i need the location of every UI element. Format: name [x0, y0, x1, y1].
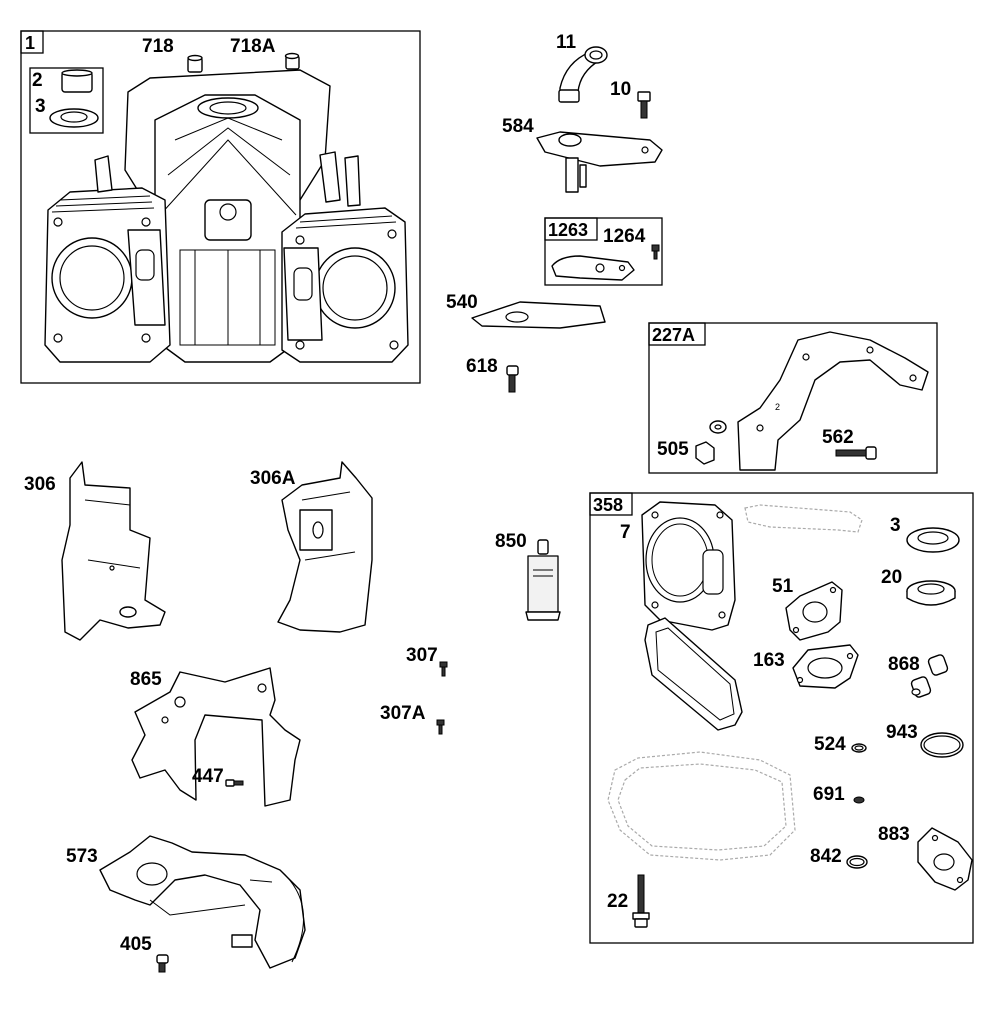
cylinder-block-part[interactable] [44, 69, 409, 363]
kit-227a-tag: 227A [652, 325, 695, 345]
callout-524[interactable]: 524 [814, 734, 846, 755]
callout-865[interactable]: 865 [130, 669, 162, 690]
callout-842[interactable]: 842 [810, 846, 842, 867]
callout-850[interactable]: 850 [495, 531, 527, 552]
o-ring-part-842[interactable] [846, 855, 868, 869]
callout-307a[interactable]: 307A [380, 703, 426, 724]
bolt-part-22[interactable] [632, 874, 650, 928]
callout-943[interactable]: 943 [886, 722, 918, 743]
baffle-part-306[interactable] [61, 461, 166, 641]
kit-1263-tag: 1263 [548, 220, 588, 240]
callout-7[interactable]: 7 [620, 522, 631, 543]
callout-10[interactable]: 10 [610, 79, 631, 100]
o-ring-part-524[interactable] [851, 743, 867, 753]
kit-358-tag: 358 [593, 495, 623, 515]
oil-seal-part-3-kit[interactable] [906, 527, 960, 553]
callout-584[interactable]: 584 [502, 116, 534, 137]
svg-text:2: 2 [775, 402, 780, 412]
callout-718a[interactable]: 718A [230, 36, 276, 57]
bracket-part-227a[interactable]: 2 [737, 331, 929, 471]
callout-3-seal[interactable]: 3 [35, 96, 46, 117]
callout-573[interactable]: 573 [66, 846, 98, 867]
screw-part-405[interactable] [156, 954, 169, 973]
governor-arm-part-1263[interactable] [551, 255, 635, 281]
screw-part-307[interactable] [439, 661, 448, 677]
governor-plate-part-584[interactable] [536, 131, 663, 193]
callout-562[interactable]: 562 [822, 427, 854, 448]
crankcase-gasket-ghost [607, 751, 796, 861]
callout-691[interactable]: 691 [813, 784, 845, 805]
oil-seal-part-20[interactable] [906, 580, 956, 606]
baffle-part-306a[interactable] [277, 461, 373, 633]
kit-227a-frame: 227A [648, 322, 938, 474]
callout-306[interactable]: 306 [24, 474, 56, 495]
dowel-pin-718[interactable] [187, 54, 203, 73]
sub-kit-2-3-frame [29, 67, 104, 134]
cylinder-head-gasket-part-7[interactable] [641, 501, 736, 631]
callout-51[interactable]: 51 [772, 576, 794, 597]
valve-cover-gasket-part[interactable] [644, 617, 743, 731]
screw-part-447[interactable] [225, 779, 244, 787]
dowel-pin-718a[interactable] [284, 52, 300, 70]
screw-part-1264[interactable] [651, 244, 660, 260]
screw-part-307a[interactable] [436, 719, 445, 735]
gasket-part-540[interactable] [471, 301, 606, 329]
callout-1264[interactable]: 1264 [603, 226, 646, 247]
callout-883[interactable]: 883 [878, 824, 910, 845]
seal-part-3[interactable] [49, 108, 99, 128]
bolt-part-562[interactable] [835, 446, 877, 460]
shroud-plate-part-865[interactable] [131, 667, 301, 807]
gasket-part-883[interactable] [917, 827, 973, 891]
flywheel-guard-part-573[interactable] [99, 835, 306, 969]
callout-11[interactable]: 11 [556, 32, 577, 53]
callout-22[interactable]: 22 [607, 891, 628, 912]
callout-868[interactable]: 868 [888, 654, 920, 675]
head-gasket-ghost [744, 504, 863, 533]
breather-tube-part-11[interactable] [558, 46, 608, 103]
callout-307[interactable]: 307 [406, 645, 438, 666]
callout-163[interactable]: 163 [753, 650, 785, 671]
callout-718[interactable]: 718 [142, 36, 174, 57]
intake-gasket-part-51[interactable] [785, 581, 843, 641]
callout-618[interactable]: 618 [466, 356, 498, 377]
screw-part-618[interactable] [506, 365, 519, 393]
callout-20[interactable]: 20 [881, 567, 902, 588]
kit-1-frame: 1 [20, 30, 421, 384]
callout-505[interactable]: 505 [657, 439, 689, 460]
nut-part-505[interactable] [695, 441, 715, 465]
callout-2[interactable]: 2 [32, 70, 43, 91]
washer-part-near-505[interactable] [709, 420, 727, 434]
bushing-part-2[interactable] [61, 69, 93, 93]
callout-405[interactable]: 405 [120, 934, 152, 955]
exhaust-gasket-part-163[interactable] [792, 644, 859, 689]
callout-306a[interactable]: 306A [250, 468, 296, 489]
valve-seal-part-868[interactable] [910, 654, 949, 698]
o-ring-part-943[interactable] [920, 732, 964, 758]
callout-3-kit[interactable]: 3 [890, 515, 901, 536]
o-ring-part-691[interactable] [853, 796, 865, 804]
kit-1-tag: 1 [25, 33, 35, 53]
sealant-tube-part-850[interactable] [525, 539, 561, 621]
kit-1263-frame: 1263 [544, 217, 663, 286]
bolt-part-10[interactable] [637, 91, 651, 119]
callout-447[interactable]: 447 [192, 766, 224, 787]
kit-358-frame: 358 [589, 492, 974, 944]
callout-540[interactable]: 540 [446, 292, 478, 313]
